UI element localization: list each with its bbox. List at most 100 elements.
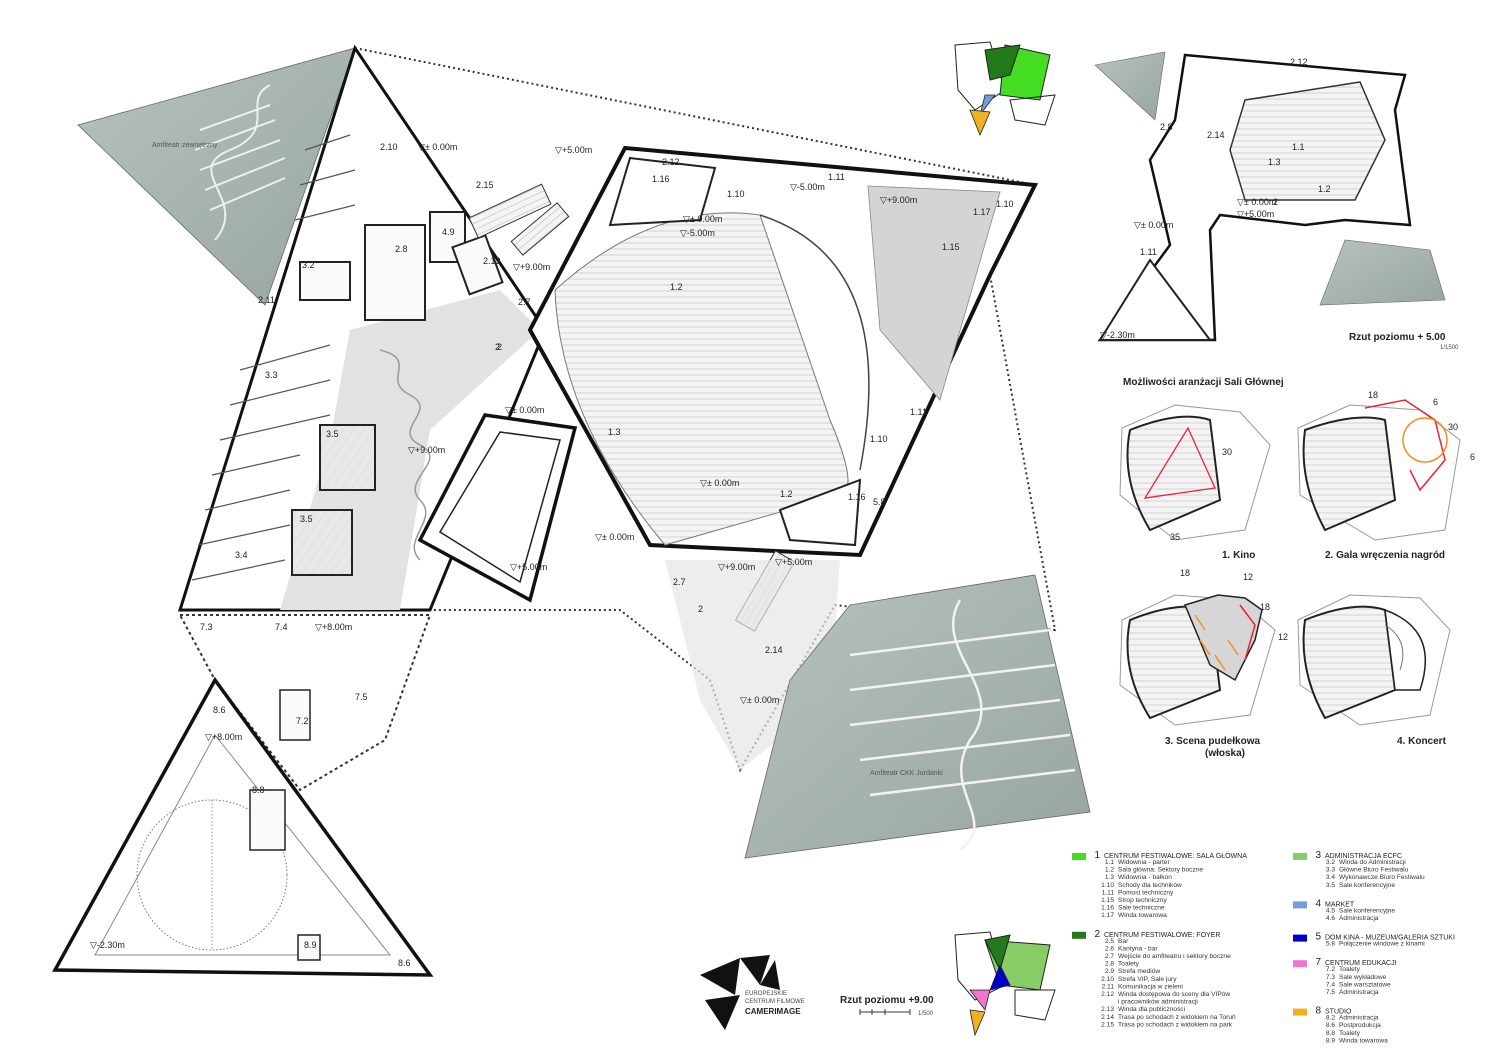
legend-item-text: Trasa po schodach z widokiem na Toruń [1118,1014,1236,1021]
studio-dome [136,799,288,951]
arrangement-label: (włoska) [1205,748,1245,759]
room-label: 2.8 [1160,122,1173,132]
level-label: ▽± 0.00m [418,142,457,152]
legend-item-code: 8.9 [1326,1037,1335,1044]
level-label: ▽± 0.00m [683,214,722,224]
legend-item-code: 2.7 [1105,953,1114,960]
legend-item-text: Administracja [1339,989,1379,996]
camerimage-logo: EUROPEJSKIE CENTRUM FILMOWE CAMERIMAGE [700,955,805,1030]
level-label: ▽+5.00m [775,557,812,567]
legend-item-text: Administracja [1339,915,1379,922]
dimension-label: 18 [1260,602,1270,612]
main-plan-scale: 1/500 [918,1011,934,1017]
legend-item-text: Pomost techniczny [1118,889,1174,896]
room-label: 1.2 [780,489,793,499]
legend-item-text: Winda dostępowa do sceny dla VIPów [1118,991,1230,998]
level-label: ▽+5.00m [1237,209,1274,219]
legend-item-text: Strefa VIP, Sale jury [1118,976,1177,983]
legend-item-code: 1.1 [1105,859,1114,866]
legend-item-code: 8.2 [1326,1015,1335,1022]
arrangement-label: 2. Gala wręczenia nagród [1325,550,1445,561]
stairs-2-15 [468,183,570,256]
room-label: 7.5 [355,692,368,702]
conference-room-a [319,424,376,491]
legend-item-text: Sala główna: Sektory boczne [1118,867,1203,874]
room-label: 2.12 [1290,57,1308,67]
plus5-scale: 1/1500 [1440,345,1459,351]
legend-item-code: 3.4 [1326,874,1335,881]
legend-item-code: 1.17 [1101,912,1114,919]
legend-item-code: 7.3 [1326,974,1335,981]
legend-number: 2 [1094,929,1100,940]
toilets-core [364,224,426,321]
room-label: 2.7 [673,577,686,587]
room-label: 1.3 [1268,157,1281,167]
legend-item-code: 2.9 [1105,968,1114,975]
auditorium-seating [554,212,849,546]
arrangement-gala: 18 6 30 6 2. Gala wręczenia nagród [1297,390,1475,561]
level-label: ▽+9.00m [880,195,917,205]
dimension-label: 18 [1368,390,1378,400]
dimension-label: 35 [1170,532,1180,542]
legend-item-code: 2.11 [1102,983,1115,990]
legend-item-code: 1.16 [1101,905,1114,912]
legend-group-title: ADMINISTRACJA ECFC [1325,853,1402,860]
legend-item-text: Widownia - balkon [1118,874,1172,881]
room-label: 1.17 [973,207,991,217]
plus5-title: Rzut poziomu + 5.00 [1349,332,1446,343]
room-label: 2 [698,604,703,614]
legend-number: 7 [1315,957,1321,968]
room-label: 2.11 [258,295,275,305]
legend-item-code: 2.15 [1101,1021,1114,1028]
room-label: 7.4 [275,622,288,632]
level-label: ▽+9.00m [513,262,550,272]
legend-item-text: Sale wykładowe [1339,974,1387,981]
room-label: 5.8 [873,497,886,507]
legend-item-text: Widownia - parter [1118,859,1170,866]
level-label: ▽+9.00m [718,562,755,572]
legend-item-text: Strefa mediów [1118,968,1160,975]
arrangements-panel: Możliwości aranżacji Sali Głównej 30 35 … [1119,377,1475,759]
conference-room-b [291,509,353,576]
legend-item-text: Winda towarowa [1118,912,1167,919]
legend-item-text: Administracja [1339,1015,1379,1022]
legend-item-text: Bar [1118,938,1129,945]
site-label: Amfiteatr CKK Jordanki [870,770,943,777]
room-label: 1.10 [727,189,745,199]
room-label: 1.10 [870,434,888,444]
legend-group-title: MARKET [1325,901,1355,908]
dimension-label: 12 [1243,572,1253,582]
legend-item-code: 3.2 [1326,859,1335,866]
site-label: Amfiteatr zewnętrzny [152,142,218,149]
plan-plus-5: 2.12 1.1 1.3 1.2 2 ▽± 0.00m ▽+5.00m 2.8 … [1094,51,1459,351]
room-label: 2.8 [395,244,408,254]
legend-group-title: STUDIO [1325,1009,1352,1016]
legend-item-code: 1.15 [1101,897,1114,904]
room-label: 7.2 [296,716,309,726]
room-label: 1.16 [652,174,670,184]
scale-bar [859,1009,911,1015]
legend-item-text: Sale konferencyjne [1339,882,1395,889]
room-label: 8.9 [304,940,317,950]
room-label: 1.11 [1140,247,1157,257]
level-label: ▽± 0.00m [1237,197,1276,207]
level-label: ▽± 0.00m [1134,220,1173,230]
lift-core [299,261,351,301]
level-label: ▽+9.00m [408,445,445,455]
legend-group-title: CENTRUM EDUKACJI [1325,960,1397,967]
level-label: ▽-5.00m [790,182,825,192]
main-plan-title: Rzut poziomu +9.00 [840,995,934,1006]
level-label: ▽-2.30m [90,940,125,950]
legend-number: 4 [1315,898,1321,909]
room-label: 2.15 [476,180,494,190]
legend-item-text: Połączenie windowe z kinami [1339,941,1425,948]
level-label: ▽-2.30m [1100,330,1135,340]
legend-number: 3 [1315,850,1321,861]
legend-item-text: Toalety [1339,966,1361,973]
dimension-label: 30 [1448,422,1458,432]
arrangement-concert: 4. Koncert [1297,594,1451,747]
amphitheatre-steps [194,84,286,241]
legend-item-code: 3.3 [1326,867,1335,874]
